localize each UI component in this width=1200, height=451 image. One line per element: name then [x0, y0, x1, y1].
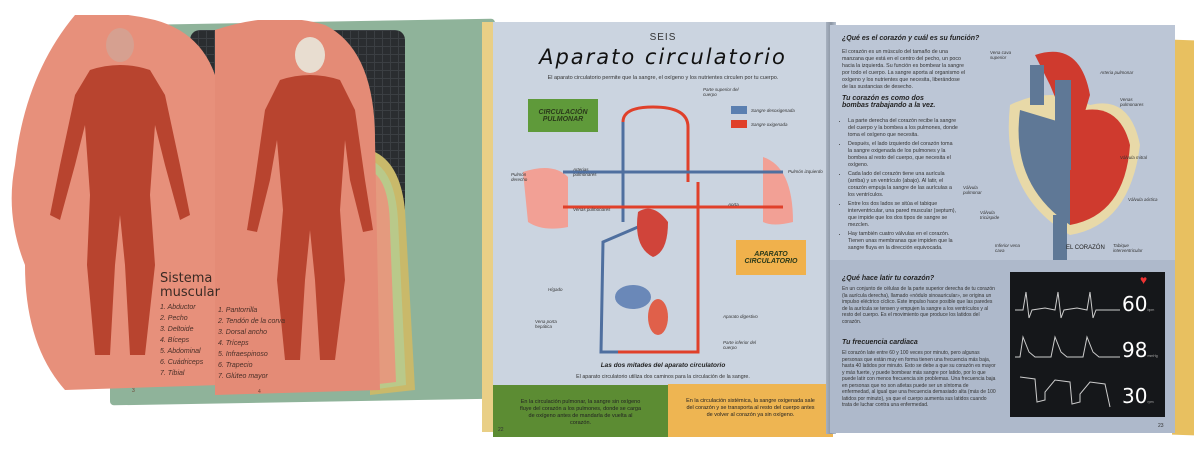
- muscle-book-title: Sistema muscular: [160, 271, 220, 300]
- heading: ¿Qué hace latir tu corazón?: [842, 275, 935, 282]
- list-item: 7. Glúteo mayor: [218, 373, 268, 380]
- list-item: 7. Tibial: [160, 370, 185, 377]
- list-item: 5. Infraespinoso: [218, 351, 268, 358]
- heart-caption: EL CORAZÓN: [1066, 245, 1105, 251]
- page-number: 22: [498, 427, 504, 433]
- heading: Tu corazón es como dos bombas trabajando…: [842, 95, 936, 109]
- diagram-label: Pulmón izquierdo: [788, 169, 823, 174]
- front-muscle-list: 1. Abductor 2. Pecho 3. Deltoide 4. Bíce…: [160, 302, 203, 379]
- heart-label: Válvula aórtica: [1128, 197, 1158, 202]
- diagram-label: Pulmón derecho: [511, 172, 528, 182]
- list-item: 3. Dorsal ancho: [218, 329, 268, 336]
- page-number: 4: [258, 389, 261, 395]
- list-item: 2. Pecho: [160, 315, 188, 322]
- paragraph: En un conjunto de células de la parte su…: [842, 286, 995, 325]
- diagram-label: Venas pulmonares: [573, 207, 611, 212]
- unit: rpm: [1147, 400, 1154, 404]
- list-item: 4. Tríceps: [218, 340, 249, 347]
- pressure-value: 98: [1122, 338, 1148, 362]
- page-number: 23: [1158, 423, 1164, 429]
- page-22: SEIS Aparato circulatorio El aparato cir…: [493, 22, 833, 437]
- diagram-label: Parte superior del cuerpo: [703, 87, 739, 97]
- diagram-label: Aparato digestivo: [723, 314, 758, 319]
- diagram-label: Aorta: [728, 202, 739, 207]
- list-item: Cada lado del corazón tiene una aurícula…: [848, 171, 958, 199]
- list-item: Después, el lado izquierdo del corazón t…: [848, 141, 958, 169]
- circulation-diagram: [523, 105, 793, 354]
- heart-label: Tabique interventricular: [1113, 243, 1143, 253]
- heading: Tu frecuencia cardiaca: [842, 339, 918, 346]
- page-edge: [482, 22, 494, 432]
- list-item: 2. Tendón de la corva: [218, 318, 286, 325]
- list-item: 5. Abdominal: [160, 348, 201, 355]
- pulmonary-box: CIRCULACIÓN PULMONAR: [528, 99, 598, 132]
- diagram-label: Hígado: [548, 287, 563, 292]
- systemic-band: En la circulación sistémica, la sangre o…: [668, 384, 833, 437]
- list-item: Entre los dos lados se sitúa el tabique …: [848, 201, 958, 229]
- list-item: 6. Cuádriceps: [160, 359, 204, 366]
- muscle-front-page[interactable]: [5, 15, 225, 395]
- unit: mmHg: [1147, 354, 1158, 358]
- heart-label: Arteria pulmonar: [1100, 70, 1134, 75]
- heart-label: Válvula mitral: [1120, 155, 1148, 160]
- muscle-figure-front: [50, 28, 190, 355]
- paragraph: El corazón es un músculo del tamaño de u…: [842, 49, 966, 90]
- list-item: La parte derecha del corazón recibe la s…: [848, 118, 958, 139]
- diagram-label: Parte inferior del cuerpo: [723, 340, 757, 350]
- heart-label: Vena cava superior: [990, 50, 1012, 60]
- page-subtitle: El aparato circulatorio permite que la s…: [547, 75, 779, 81]
- monitor-waveforms: [1015, 291, 1120, 408]
- list-item: 1. Pantorrilla: [218, 307, 258, 314]
- resp-rate-value: 30: [1122, 384, 1148, 408]
- bullet-list: La parte derecha del corazón recibe la s…: [848, 118, 958, 252]
- list-item: 1. Abductor: [160, 304, 196, 311]
- caption-text: El aparato circulatorio utiliza dos cami…: [576, 374, 750, 380]
- legend-label: Sangre desoxigenada: [751, 108, 795, 113]
- list-item: Hay también cuatro válvulas en el corazó…: [848, 231, 958, 252]
- heart-icon: ♥: [1140, 273, 1148, 287]
- heading: ¿Qué es el corazón y cuál es su función?: [842, 35, 980, 42]
- legend-swatch-blue: [731, 106, 747, 114]
- heart-label: Venas pulmonares: [1120, 97, 1144, 107]
- muscle-back-page[interactable]: [215, 20, 385, 400]
- heart-label: Válvula pulmonar: [963, 185, 982, 195]
- legend-label: Sangre oxigenada: [751, 122, 788, 127]
- heart-rate-value: 60: [1122, 292, 1148, 316]
- list-item: 4. Bíceps: [160, 337, 190, 344]
- page-number: 3: [132, 388, 135, 394]
- book-cover-yellow: [1172, 39, 1194, 436]
- legend-swatch-red: [731, 120, 747, 128]
- heart-label: Válvula tricúspide: [980, 210, 1000, 220]
- systemic-box: APARATO CIRCULATORIO: [736, 240, 806, 275]
- page-title: Aparato circulatorio: [539, 45, 787, 69]
- page-23: ¿Qué es el corazón y cuál es su función?…: [830, 25, 1175, 433]
- unit: bpm: [1147, 308, 1155, 312]
- list-item: 3. Deltoide: [160, 326, 194, 333]
- heart-illustration: [1008, 51, 1140, 260]
- list-item: 6. Trapecio: [218, 362, 253, 369]
- diagram-label: Vena porta hepática: [535, 319, 557, 329]
- muscle-figure-back: [247, 37, 373, 360]
- paragraph: El corazón late entre 60 y 100 veces por…: [842, 350, 996, 408]
- back-muscle-list: 1. Pantorrilla 2. Tendón de la corva 3. …: [218, 305, 285, 382]
- heart-label: Inferior vena cava: [995, 243, 1021, 253]
- pulmonary-band: En la circulación pulmonar, la sangre si…: [493, 385, 668, 437]
- diagram-label: Arterias pulmonares: [573, 167, 597, 177]
- chapter-kicker: SEIS: [649, 32, 677, 43]
- heart-monitor: ♥ 60bpm 98mmHg 30rpm: [1010, 272, 1165, 417]
- caption-title: Las dos mitades del aparato circulatorio: [600, 362, 726, 369]
